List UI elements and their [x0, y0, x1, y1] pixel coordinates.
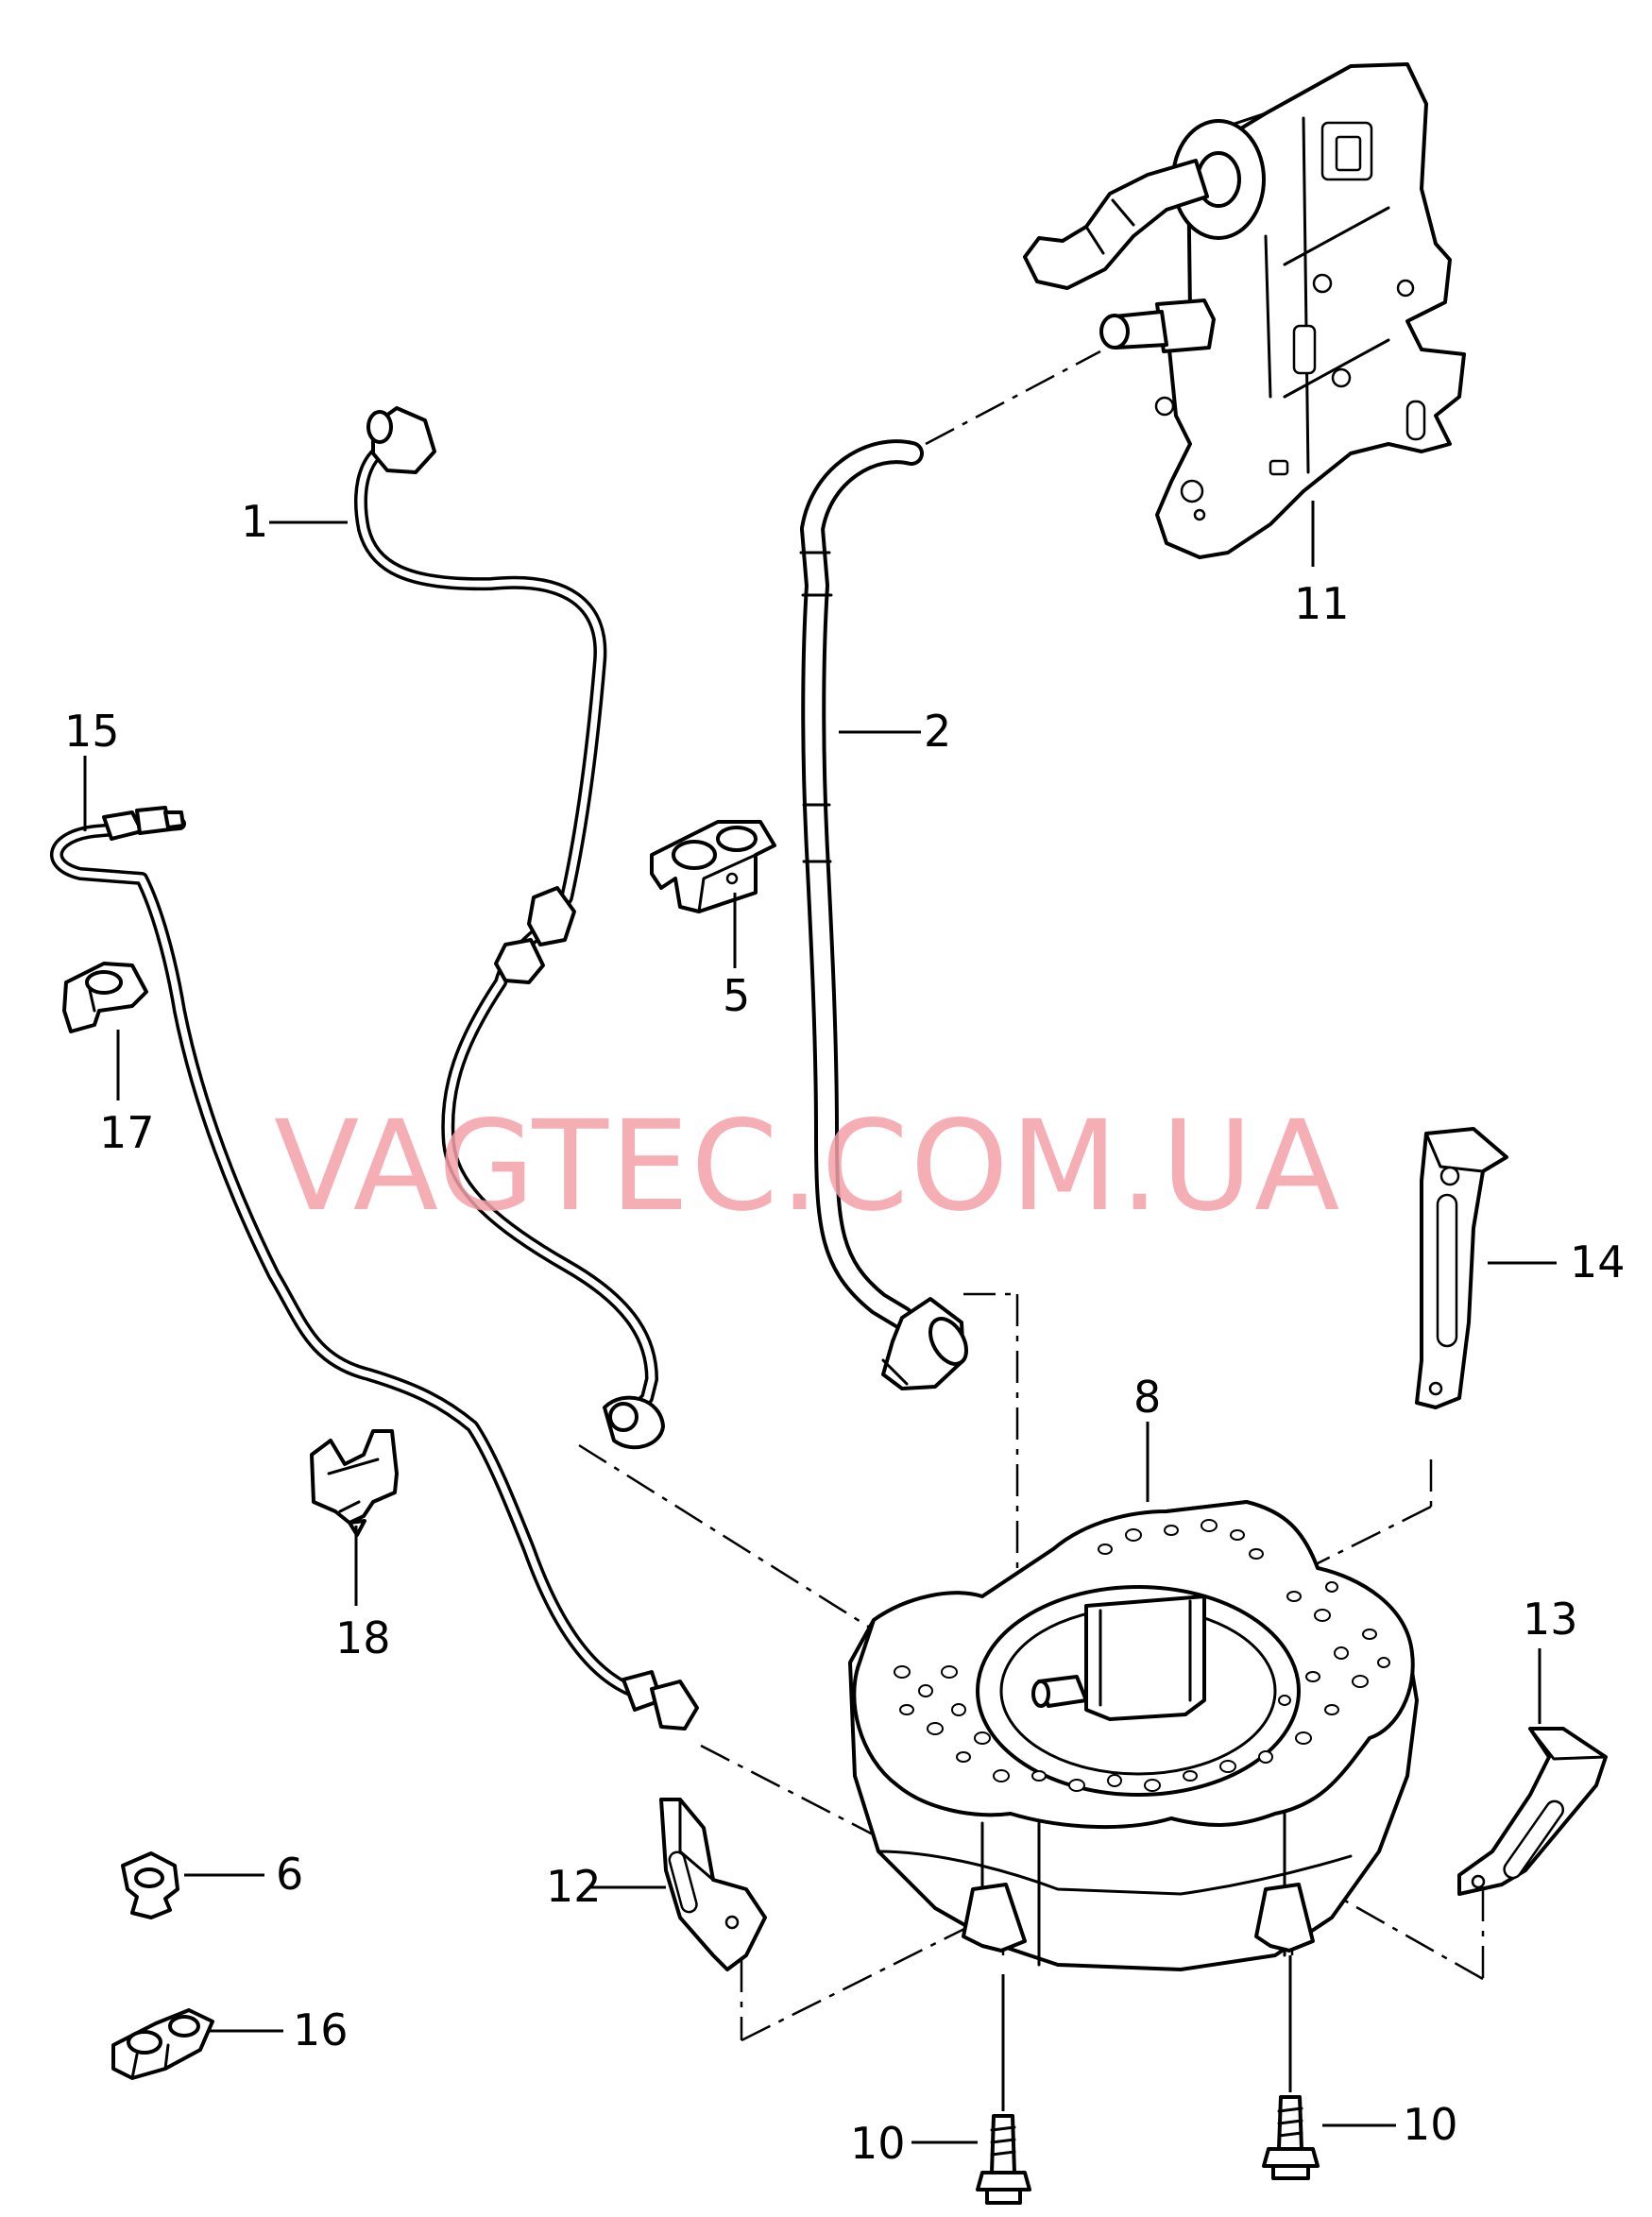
callout-10-right: 10 — [1403, 2099, 1458, 2150]
callout-10-left: 10 — [850, 2118, 906, 2169]
callout-5: 5 — [723, 970, 750, 1021]
callout-2: 2 — [924, 706, 951, 757]
callout-16: 16 — [293, 2004, 349, 2055]
assembly-lines — [578, 350, 1485, 2042]
vent-hose — [799, 439, 968, 1390]
charcoal-canister — [848, 1500, 1419, 1971]
leader-lines — [83, 501, 1557, 2144]
bracket-12 — [659, 1798, 767, 1971]
callout-labels: 1 2 5 6 8 10 10 11 12 13 14 15 16 17 18 — [64, 496, 1626, 2169]
callout-14: 14 — [1570, 1236, 1626, 1288]
canister-texture — [894, 1519, 1390, 1792]
clip-16 — [111, 2008, 214, 2080]
fuel-line — [50, 806, 699, 1731]
clip-18 — [310, 1429, 399, 1537]
callout-1: 1 — [241, 496, 268, 547]
callout-6: 6 — [276, 1849, 303, 1900]
bolt-10-right — [1262, 2095, 1320, 2180]
callout-15: 15 — [64, 706, 120, 757]
clip-17 — [62, 962, 148, 1033]
double-clip — [650, 820, 776, 913]
callout-13: 13 — [1523, 1594, 1578, 1645]
callout-12: 12 — [546, 1861, 602, 1912]
callout-17: 17 — [99, 1107, 155, 1158]
callout-11: 11 — [1294, 578, 1350, 629]
valve-bracket-assembly — [1023, 62, 1466, 559]
callout-18: 18 — [335, 1612, 391, 1663]
callout-8: 8 — [1133, 1372, 1161, 1423]
bracket-13 — [1457, 1727, 1608, 1896]
watermark: VAGTEC.COM.UA — [274, 1094, 1341, 1239]
bracket-14 — [1415, 1127, 1508, 1409]
clip-6 — [121, 1851, 179, 1919]
hose-assembly — [354, 406, 665, 1450]
bolt-10-left — [976, 2114, 1031, 2205]
